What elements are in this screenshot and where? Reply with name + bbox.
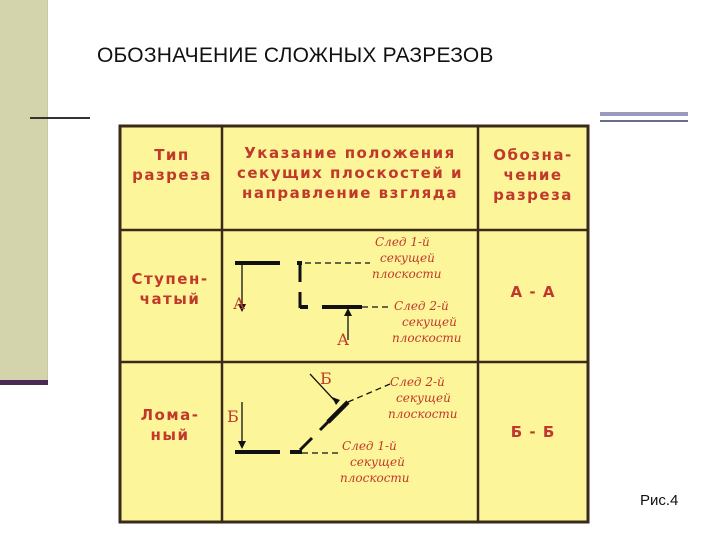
header-designation-line1: Обозна- <box>493 146 572 164</box>
header-position-line1: Указание положения <box>244 144 456 162</box>
header-designation-line3: разреза <box>493 186 573 204</box>
row2-mark-1: Б <box>227 407 239 426</box>
row1-note1-line2: секущей <box>380 251 435 265</box>
figure-caption: Рис.4 <box>640 492 679 509</box>
row1-note2-line2: секущей <box>402 315 457 329</box>
slide-title: ОБОЗНАЧЕНИЕ СЛОЖНЫХ РАЗРЕЗОВ <box>97 44 494 67</box>
title-rule-right <box>600 112 688 116</box>
header-type-line1: Тип <box>154 146 190 164</box>
row2-note2-line1: След 1-й <box>342 439 397 453</box>
title-rule-left <box>30 117 90 119</box>
row2-designation: Б - Б <box>511 423 556 441</box>
broken-section-drawing <box>235 373 391 454</box>
row2-type-line2: ный <box>151 426 190 444</box>
row1-note1-line1: След 1-й <box>375 235 430 249</box>
header-type-line2: разреза <box>132 166 212 184</box>
row1-designation: А - А <box>511 283 556 301</box>
row1-mark-1: А <box>233 294 245 313</box>
left-decor-band <box>0 0 48 385</box>
section-table-svg: Тип разреза Указание положения секущих п… <box>118 124 590 524</box>
row2-note1-line2: секущей <box>396 391 451 405</box>
table-background <box>118 124 590 524</box>
row2-mark-2: Б <box>320 369 332 388</box>
header-position-line3: направление взгляда <box>242 184 458 202</box>
row1-mark-2: А <box>337 330 349 349</box>
row2-note1-line1: След 2-й <box>390 375 445 389</box>
row1-note2-line1: След 2-й <box>394 299 449 313</box>
row1-note1-line3: плоскости <box>372 267 442 281</box>
stepped-section-drawing <box>235 261 390 340</box>
header-position-line2: секущих плоскостей и <box>237 164 463 182</box>
left-decor-band-accent <box>0 380 48 385</box>
row2-note2-line2: секущей <box>350 455 405 469</box>
leader-line-2 <box>347 383 391 403</box>
row2-note2-line3: плоскости <box>340 471 410 485</box>
view-arrowhead-1 <box>238 441 246 449</box>
row2-type-line1: Лома- <box>141 406 200 424</box>
title-rule-right-thin <box>600 120 688 122</box>
row1-type-line1: Ступен- <box>131 270 208 288</box>
break-line-1 <box>298 436 314 452</box>
header-designation-line2: чение <box>503 166 562 184</box>
row2-note1-line3: плоскости <box>388 407 458 421</box>
row1-note2-line3: плоскости <box>392 331 462 345</box>
row1-type-line2: чатый <box>140 290 201 308</box>
view-arrowhead-1 <box>238 304 246 312</box>
view-arrow-2 <box>309 373 337 403</box>
trace-2-segment <box>326 400 350 424</box>
view-arrowhead-2 <box>344 308 352 316</box>
section-table-figure: Тип разреза Указание положения секущих п… <box>90 112 600 528</box>
view-arrowhead-2 <box>332 397 340 405</box>
